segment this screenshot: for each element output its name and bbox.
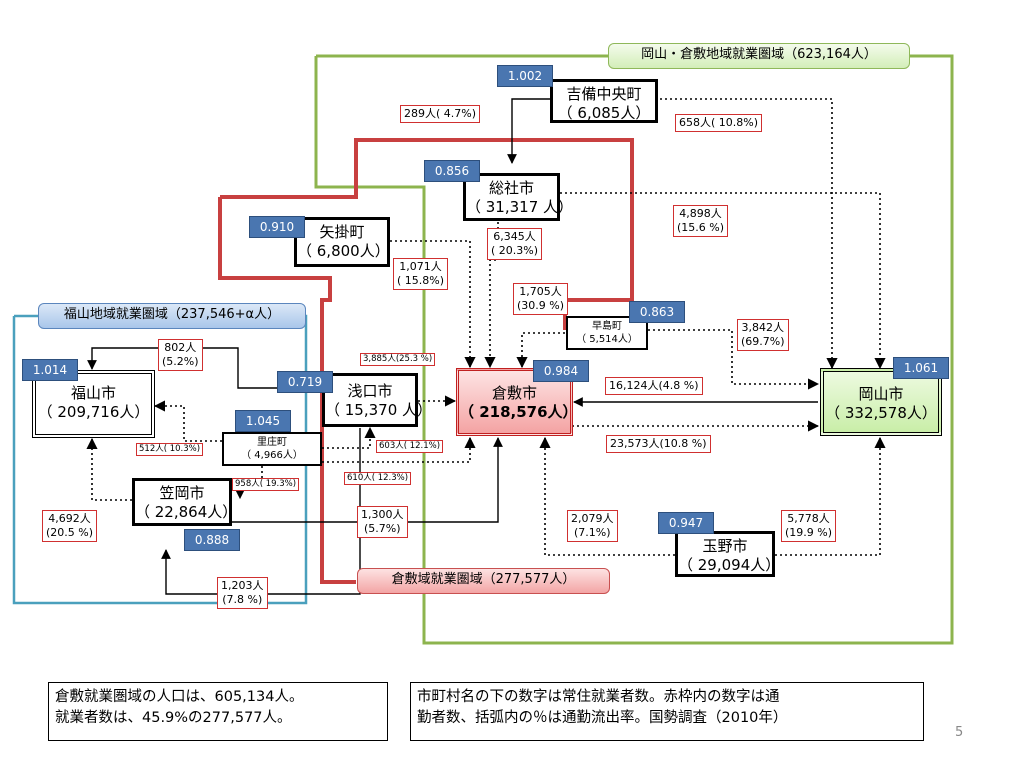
- flow-rate: (7.8 %): [222, 593, 263, 606]
- index-badge-okayama: 1.061: [893, 357, 949, 379]
- note-line: 倉敷就業圏域の人口は、605,134人。: [55, 689, 304, 705]
- index-badge-hayashima: 0.863: [629, 301, 685, 323]
- flow-rate: (20.5 %): [46, 526, 94, 539]
- node-name: 矢掛町: [319, 223, 365, 241]
- flow-label: 1,203人 (7.8 %): [217, 577, 268, 609]
- node-kibichuo: 吉備中央町 （ 6,085人）: [550, 79, 658, 123]
- index-badge-soja: 0.856: [424, 160, 480, 182]
- flow-rate: ( 20.3%): [491, 244, 539, 257]
- node-name: 玉野市: [702, 537, 748, 555]
- flow-count: 1,071人: [399, 260, 442, 273]
- index-badge-fukuyama: 1.014: [22, 359, 78, 381]
- flow-rate: (5.2%): [162, 355, 199, 368]
- fukuyama-region-label: 福山地域就業圏域（237,546+α人）: [38, 303, 306, 329]
- flow-label: 3,842人 (69.7%): [737, 319, 789, 351]
- node-name: 笠岡市: [159, 484, 205, 502]
- flow-label: 23,573人(10.8 %): [606, 435, 711, 453]
- node-workers: （ 6,085人）: [557, 104, 651, 122]
- node-workers: （ 218,576人）: [459, 403, 578, 421]
- node-name: 岡山市: [858, 385, 904, 403]
- kurashiki-region-label: 倉敷域就業圏域（277,577人）: [357, 568, 610, 594]
- note-line: 市町村名の下の数字は常住就業者数。赤枠内の数字は通: [417, 689, 780, 705]
- flow-label: 2,079人 (7.1%): [567, 510, 618, 542]
- flow-rate: (5.7%): [363, 522, 401, 535]
- flow-rate: (19.9 %): [785, 526, 833, 539]
- flow-label: 289人( 4.7%): [400, 105, 481, 123]
- flow-label: 512人( 10.3%): [136, 443, 204, 456]
- flow-count: 4,692人: [48, 512, 91, 525]
- note-population: 倉敷就業圏域の人口は、605,134人。 就業者数は、45.9%の277,577…: [48, 682, 388, 741]
- flow-label: 610人( 12.3%): [344, 472, 412, 485]
- flow-label: 1,071人 ( 15.8%): [393, 258, 449, 290]
- node-workers: （ 209,716人）: [37, 403, 150, 421]
- flow-count: 6,345人: [493, 230, 536, 243]
- flow-label: 6,345人 ( 20.3%): [487, 228, 543, 260]
- flow-rate: (30.9 %): [517, 299, 565, 312]
- note-legend: 市町村名の下の数字は常住就業者数。赤枠内の数字は通 勤者数、括弧内の％は通勤流出…: [410, 682, 924, 741]
- node-name: 総社市: [488, 179, 534, 197]
- node-name: 吉備中央町: [566, 85, 642, 103]
- flow-rate: ( 15.8%): [397, 274, 445, 287]
- flow-label: 958人( 19.3%): [232, 478, 300, 491]
- index-badge-yakage: 0.910: [249, 216, 305, 238]
- node-name: 早島町: [592, 321, 622, 332]
- flow-rate: (15.6 %): [677, 221, 725, 234]
- index-badge-kurashiki: 0.984: [533, 360, 589, 382]
- node-fukuyama: 福山市 （ 209,716人）: [32, 370, 155, 438]
- node-workers: （ 29,094人）: [678, 556, 781, 574]
- flow-count: 1,705人: [519, 285, 562, 298]
- note-line: 勤者数、括弧内の％は通勤流出率。国勢調査（2010年）: [417, 710, 788, 726]
- node-workers: （ 332,578人）: [825, 404, 937, 422]
- flow-count: 5,778人: [787, 512, 830, 525]
- flow-count: 802人: [164, 341, 197, 354]
- node-workers: （ 6,800人）: [297, 242, 390, 260]
- node-workers: （ 31,317 人）: [466, 198, 574, 216]
- index-badge-asakuchi: 0.719: [277, 371, 333, 393]
- node-name: 浅口市: [347, 382, 393, 400]
- node-okayama: 岡山市 （ 332,578人）: [820, 368, 942, 436]
- node-kasaoka: 笠岡市 （ 22,864人）: [132, 478, 238, 526]
- node-name: 里庄町: [257, 437, 287, 448]
- okayama-region-label: 岡山・倉敷地域就業圏域（623,164人）: [608, 43, 910, 69]
- flow-label: 1,705人 (30.9 %): [513, 283, 569, 315]
- index-badge-kasaoka: 0.888: [184, 529, 240, 551]
- index-badge-satosho: 1.045: [235, 410, 291, 432]
- flow-label: 4,692人 (20.5 %): [42, 510, 98, 542]
- note-line: 就業者数は、45.9%の277,577人。: [55, 710, 292, 726]
- flow-label: 658人( 10.8%): [675, 114, 763, 132]
- page-number: 5: [955, 725, 964, 740]
- flow-count: 1,300人: [361, 508, 404, 521]
- flow-label: 603人( 12.1%): [376, 440, 444, 453]
- flow-count: 1,203人: [221, 579, 264, 592]
- flow-label: 16,124人(4.8 %): [605, 377, 703, 395]
- flow-rate: (7.1%): [573, 526, 611, 539]
- node-workers: （ 4,966人）: [241, 450, 303, 461]
- node-name: 福山市: [70, 384, 116, 402]
- index-badge-kibichuo: 1.002: [497, 65, 553, 87]
- flow-count: 3,842人: [741, 321, 785, 334]
- flow-label: 5,778人 (19.9 %): [781, 510, 837, 542]
- okayama-region-outline: [314, 54, 954, 645]
- node-asakuchi: 浅口市 （ 15,370 人）: [322, 373, 433, 427]
- flow-label: 1,300人 (5.7%): [357, 506, 408, 538]
- flow-count: 2,079人: [571, 512, 614, 525]
- node-name: 倉敷市: [491, 384, 537, 402]
- flow-label: 4,898人 (15.6 %): [673, 205, 729, 237]
- node-workers: （ 5,514人）: [576, 334, 638, 345]
- node-workers: （ 22,864人）: [135, 503, 238, 521]
- node-tamano: 玉野市 （ 29,094人）: [675, 531, 781, 577]
- flow-label: 3,885人(25.3 %): [360, 353, 436, 366]
- node-yakage: 矢掛町 （ 6,800人）: [294, 217, 390, 267]
- index-badge-tamano: 0.947: [658, 512, 714, 534]
- node-workers: （ 15,370 人）: [325, 401, 433, 419]
- flow-label: 802人 (5.2%): [158, 339, 203, 371]
- flow-rate: (69.7%): [741, 335, 785, 348]
- flow-count: 4,898人: [679, 207, 722, 220]
- node-satosho: 里庄町 （ 4,966人）: [222, 432, 322, 466]
- node-soja: 総社市 （ 31,317 人）: [463, 173, 574, 221]
